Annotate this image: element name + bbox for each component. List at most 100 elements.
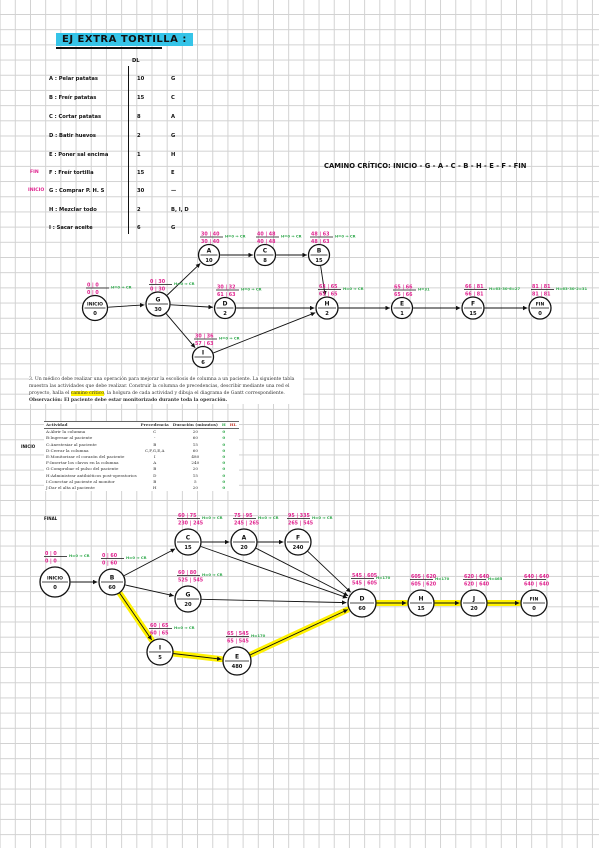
early-times: 0 | 30	[150, 279, 166, 285]
node-id: I	[202, 350, 204, 357]
late-times: 65 | 545	[227, 639, 249, 645]
cell-h: 0	[222, 466, 226, 472]
late-times: 0 | 0	[45, 559, 57, 565]
late-times: 81 | 81	[532, 292, 550, 298]
row-precedence: E	[171, 170, 175, 176]
row-duration: 6	[137, 225, 141, 231]
slack-note: H=0 ⇒ CR	[111, 285, 132, 290]
table-row: H:Administrar antibióticos post-operator…	[44, 473, 239, 479]
early-times: 65 | 545	[227, 631, 249, 637]
row-side-mark: INICIO	[28, 188, 45, 193]
cell-precedence: B	[153, 441, 157, 447]
cell-h: 0	[222, 485, 226, 491]
early-times: 40 | 48	[257, 232, 276, 238]
early-times: 48 | 63	[311, 232, 329, 238]
node-duration: 20	[240, 545, 248, 551]
node-id: C	[186, 535, 191, 542]
node-id: I	[159, 645, 161, 652]
node-duration: 20	[184, 602, 192, 608]
node-duration: 2	[325, 311, 329, 317]
arrow	[255, 547, 349, 597]
row-label: F : Freír tortilla	[49, 170, 94, 176]
header-precedence: Precedencia	[138, 420, 171, 430]
row-duration: 2	[137, 133, 141, 139]
slack-note: H=0 ⇒ CR	[225, 234, 246, 239]
row-side-mark: FIN	[30, 170, 39, 175]
node-duration: 30	[154, 307, 162, 313]
problem-statement: 3. Un médico debe realizar una operación…	[29, 376, 303, 404]
node-id: FIN	[536, 302, 545, 308]
node-duration: 10	[205, 258, 213, 264]
node-id: INICIO	[87, 302, 103, 308]
slack-note: H=63-30-6=27	[489, 286, 521, 291]
node-id: A	[207, 248, 212, 255]
slack-note: H=0 ⇒ CR	[126, 555, 147, 560]
early-times: 30 | 32	[217, 285, 235, 291]
problem-number: 3.	[29, 377, 34, 382]
early-times: 30 | 36	[195, 334, 214, 340]
early-times: 30 | 40	[201, 232, 220, 238]
cell-h: 0	[222, 429, 226, 435]
row-label: B : Freír patatas	[49, 95, 97, 101]
cell-hl	[228, 485, 239, 491]
slack-note: H=465	[488, 576, 503, 581]
row-precedence: A	[171, 114, 176, 120]
node-duration: 480	[232, 664, 243, 670]
row-label: H : Mezclar todo	[49, 207, 97, 213]
cell-h: 0	[222, 478, 226, 484]
node-id: B	[110, 575, 115, 582]
cell-precedence: I	[153, 454, 156, 460]
cell-precedence: C,F,G,E,A	[144, 447, 165, 453]
node-duration: 1	[400, 311, 404, 317]
cell-activity: J:Dar el alta al paciente	[46, 485, 95, 491]
node-id: F	[296, 535, 300, 542]
row-label: A : Pelar patatas	[49, 76, 98, 82]
early-times: 95 | 335	[288, 513, 310, 519]
problem-text-2: , la holgura de cada actividad y dibuja …	[104, 391, 285, 396]
cell-h: 0	[222, 447, 226, 453]
exercise-title: EJ EXTRA TORTILLA :	[56, 33, 193, 46]
early-times: 0 | 0	[87, 283, 99, 289]
cell-h: 0	[222, 435, 226, 441]
row-duration: 1	[137, 152, 141, 158]
cell-duration: 15	[192, 472, 198, 478]
cell-activity: I:Conectar al paciente al monitor	[46, 478, 115, 484]
row-precedence: B, I, D	[171, 207, 189, 213]
cell-precedence: B	[153, 466, 157, 472]
cell-duration: 240	[191, 460, 200, 466]
node-id: J	[472, 596, 475, 603]
arrow	[320, 265, 327, 296]
cell-h: 0	[222, 472, 226, 478]
arrow	[119, 593, 152, 641]
slack-note: H=170	[435, 576, 450, 581]
node-id: FIN	[530, 597, 539, 603]
early-times: 60 | 75	[178, 513, 196, 519]
cell-precedence: H	[152, 485, 157, 491]
slack-note: H=0 ⇒ CR	[241, 287, 262, 292]
node-duration: 15	[417, 606, 425, 612]
node-duration: 0	[93, 311, 97, 317]
node-duration: 240	[293, 545, 304, 551]
highlighted-term: camino crítico	[70, 391, 105, 396]
cell-precedence: D	[153, 472, 157, 478]
critical-path-text: CAMINO CRÍTICO: INICIO - G - A - C - B -…	[324, 162, 527, 170]
early-times: 60 | 65	[150, 623, 168, 629]
node-duration: 60	[108, 585, 116, 591]
cell-hl	[228, 429, 239, 436]
slack-note: H=0 ⇒ CR	[202, 572, 223, 577]
header-h: H	[219, 420, 228, 430]
row-duration: 10	[137, 76, 145, 82]
node-id: B	[317, 248, 322, 255]
late-times: 230 | 245	[178, 521, 203, 527]
early-times: 545 | 605	[352, 573, 377, 579]
table-divider	[128, 66, 129, 234]
late-times: 30 | 40	[201, 239, 220, 245]
row-label: I : Sacar aceite	[49, 225, 93, 231]
late-times: 65 | 66	[394, 292, 413, 298]
row-precedence: G	[171, 133, 176, 139]
